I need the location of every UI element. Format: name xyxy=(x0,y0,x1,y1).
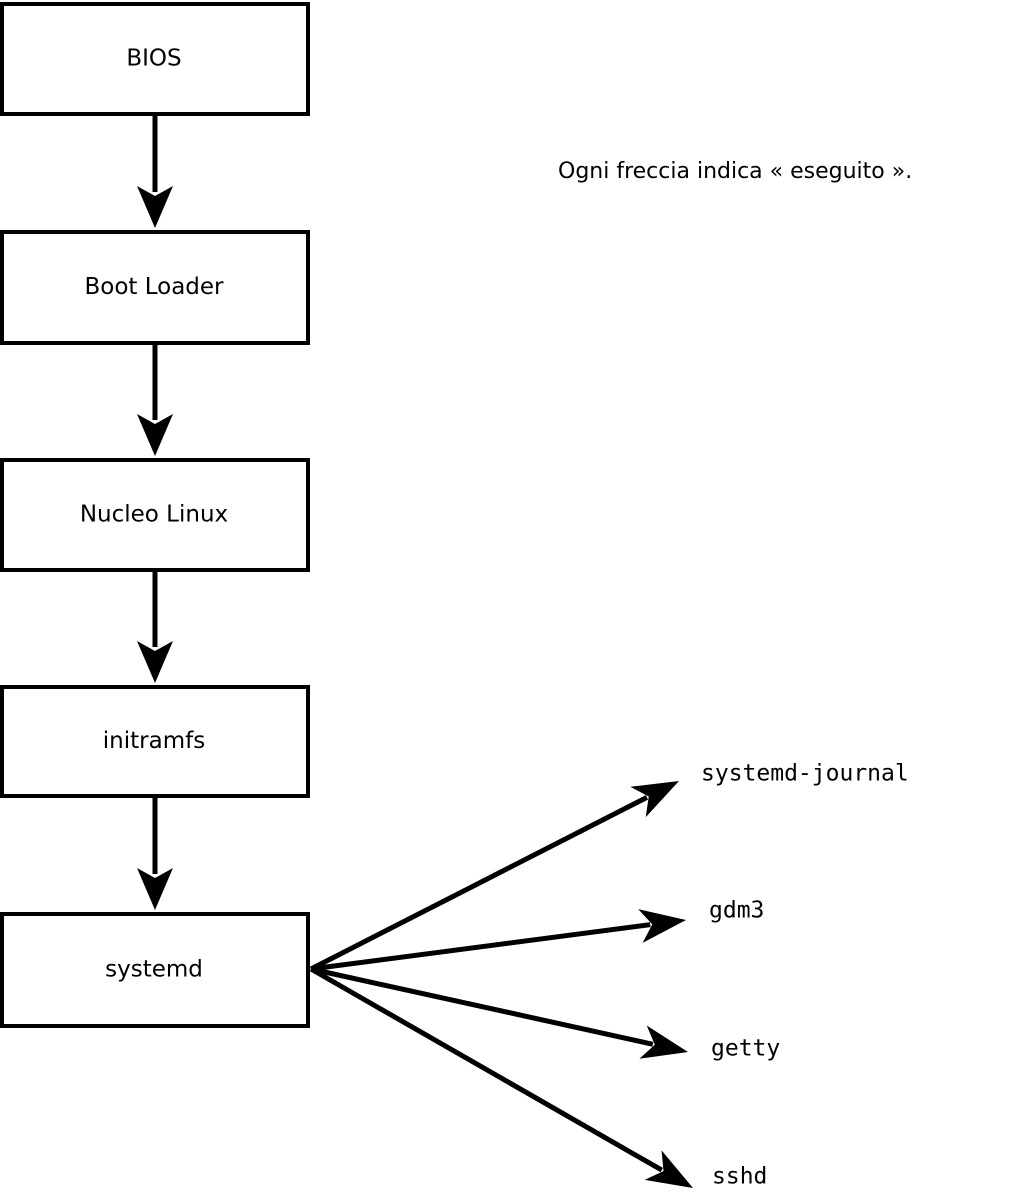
arrow-legend-note: Ogni freccia indica « eseguito ». xyxy=(558,159,912,184)
service-label-sshd[interactable]: sshd xyxy=(712,1164,767,1190)
stage-box-initramfs[interactable]: initramfs xyxy=(0,685,310,798)
service-arrow-shaft xyxy=(309,966,664,1173)
service-arrow-group xyxy=(309,781,693,1188)
stage-box-outline-systemd xyxy=(0,912,310,1028)
stage-box-outline-kernel xyxy=(0,458,310,572)
service-arrow-getty xyxy=(310,966,688,1059)
stage-box-bootloader[interactable]: Boot Loader xyxy=(0,230,310,345)
stage-box-systemd[interactable]: systemd xyxy=(0,912,310,1028)
flow-arrow-group xyxy=(137,114,173,910)
service-arrow-sshd xyxy=(309,966,693,1188)
flow-arrow-bios-to-bootloader xyxy=(137,114,173,228)
service-arrow-gdm3 xyxy=(310,909,686,972)
stage-box-outline-initramfs xyxy=(0,685,310,798)
stage-label-initramfs: initramfs xyxy=(103,728,205,754)
service-arrow-shaft xyxy=(309,795,649,972)
flow-arrow-head xyxy=(137,641,173,683)
stage-label-kernel: Nucleo Linux xyxy=(80,502,228,528)
service-arrow-head xyxy=(644,1150,693,1188)
stage-box-outline-bios xyxy=(0,2,310,116)
service-label-systemd-journal[interactable]: systemd-journal xyxy=(701,761,909,787)
flow-arrow-initramfs-to-systemd xyxy=(137,796,173,910)
flow-arrow-bootloader-to-kernel xyxy=(137,343,173,456)
service-label-getty[interactable]: getty xyxy=(711,1036,780,1062)
stage-box-bios[interactable]: BIOS xyxy=(0,2,310,116)
flow-arrow-head xyxy=(137,186,173,228)
service-arrow-head xyxy=(639,1025,688,1059)
service-arrow-head xyxy=(630,781,679,818)
service-arrow-shaft xyxy=(310,922,651,972)
service-arrow-systemd-journal xyxy=(309,781,679,972)
stage-label-bootloader: Boot Loader xyxy=(84,274,224,300)
service-label-gdm3[interactable]: gdm3 xyxy=(709,898,764,924)
stage-box-kernel[interactable]: Nucleo Linux xyxy=(0,458,310,572)
stage-box-outline-bootloader xyxy=(0,230,310,345)
service-arrow-head xyxy=(638,909,686,943)
flow-arrow-head xyxy=(137,414,173,456)
service-label-group: systemd-journal gdm3 getty sshd xyxy=(701,761,909,1190)
stage-label-systemd: systemd xyxy=(105,957,203,983)
flow-arrow-kernel-to-initramfs xyxy=(137,570,173,683)
service-arrow-shaft xyxy=(310,966,654,1047)
stage-label-bios: BIOS xyxy=(126,46,181,72)
flow-arrow-head xyxy=(137,868,173,910)
